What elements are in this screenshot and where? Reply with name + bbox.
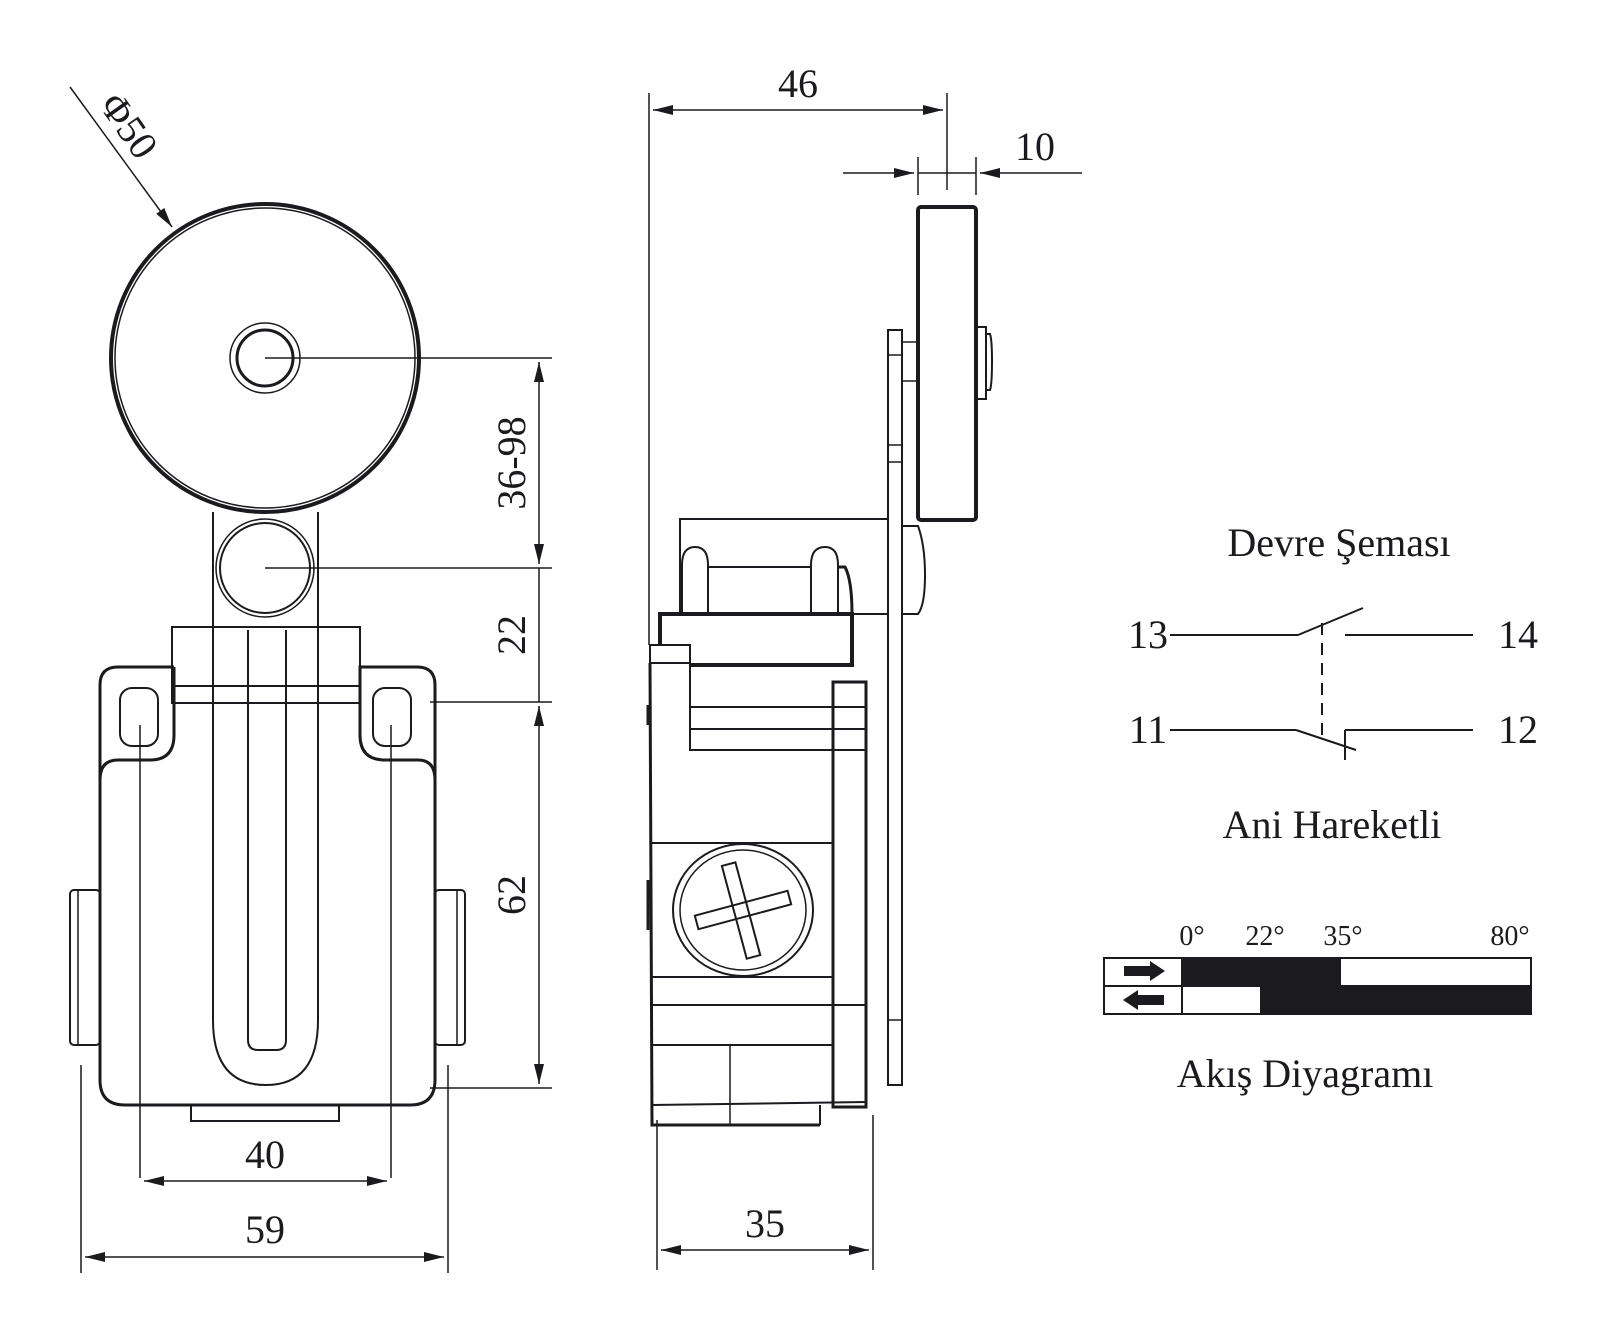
dim-body-width: 59 [85,1207,444,1262]
dim-roller-to-body-label: 22 [489,615,534,655]
roller-edge [916,205,978,522]
dim-roller-width: 10 [843,124,1082,178]
arrow-right-icon [1124,961,1165,981]
nc-contact-symbol [1170,729,1473,760]
terminal-12: 12 [1498,707,1538,752]
dim-roller-offset-label: 46 [778,61,818,106]
terminal-14: 14 [1498,612,1538,657]
dim-roller-offset: 46 [653,61,943,115]
side-view: 46 10 35 [646,61,1082,1270]
cable-entry [190,1104,340,1122]
dim-roller-diameter: Φ50 [69,84,173,228]
flow-angle-label: 35° [1323,921,1362,952]
flow-bar-forward [1182,958,1341,986]
dim-body-width-label: 59 [245,1207,285,1252]
dim-hole-spacing: 40 [144,1132,387,1186]
circuit-diagram: Devre Şeması 13 14 11 12 Ani Hareketli [1128,520,1538,847]
dim-body-height: 62 [489,706,544,1084]
circuit-subtitle: Ani Hareketli [1223,802,1442,847]
dim-roller-to-body: 22 [489,568,540,702]
terminal-11: 11 [1129,707,1168,752]
dim-hole-spacing-label: 40 [245,1132,285,1177]
lever-arm [212,512,319,1087]
dim-roller-diameter-label: Φ50 [91,84,168,167]
flow-title: Akış Diyagramı [1177,1051,1434,1096]
top-cap [658,612,854,667]
flow-angle-label: 0° [1179,921,1204,952]
dim-body-depth: 35 [661,1201,869,1255]
body-side-rail [831,680,868,1109]
dim-body-height-label: 62 [489,875,534,915]
arrow-left-icon [1123,990,1164,1010]
flow-diagram: 0° 22° 35° 80° Akış Diyagramı [1103,921,1532,1096]
side-boss-right [434,889,466,1046]
circuit-title: Devre Şeması [1227,520,1450,565]
dim-lever-length: 36-98 [489,362,544,564]
lever-plate [887,329,903,1086]
head-block [171,626,361,704]
mounting-hole-left [119,687,159,747]
dim-body-depth-label: 35 [745,1201,785,1246]
side-boss-left [69,889,101,1046]
flow-angle-label: 80° [1490,921,1529,952]
front-view: Φ50 36-98 22 62 40 [69,84,552,1273]
switch-body [69,665,466,1122]
mounting-hole-right [372,687,412,747]
cover-screw [672,843,814,977]
terminal-13: 13 [1128,612,1168,657]
dim-lever-length-label: 36-98 [489,416,534,509]
no-contact-symbol [1170,607,1473,636]
flow-angle-label: 22° [1245,921,1284,952]
flow-bar-return [1260,986,1531,1014]
dim-roller-width-label: 10 [1015,124,1055,169]
